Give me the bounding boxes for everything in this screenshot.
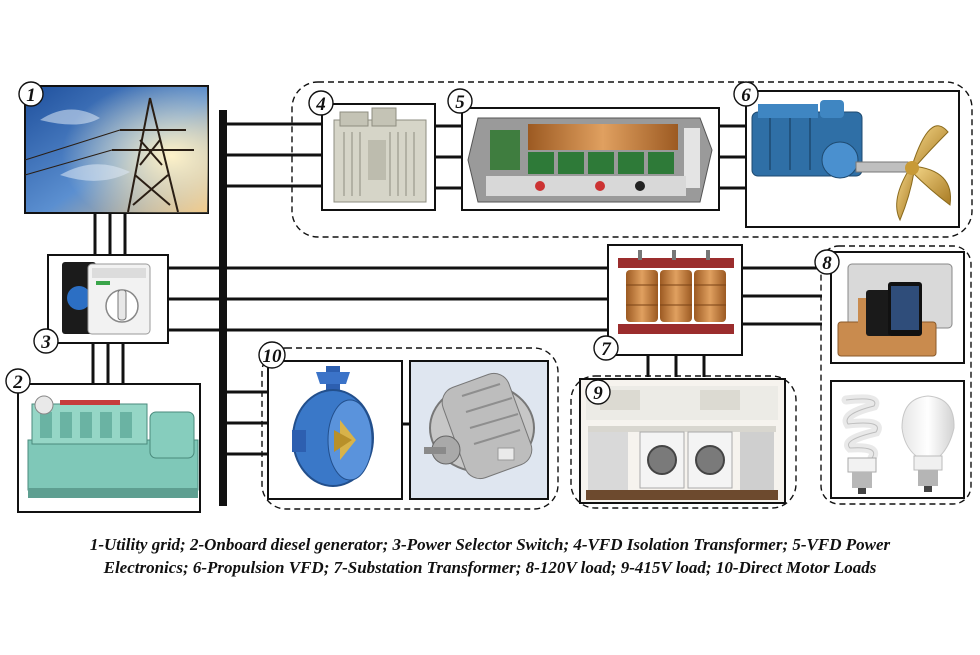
propulsion-box — [745, 90, 960, 228]
label-5: 5 — [447, 88, 473, 114]
label-8: 8 — [814, 249, 840, 275]
label-2: 2 — [5, 368, 31, 394]
label-10: 10 — [258, 341, 286, 369]
load-415v-box — [579, 378, 786, 504]
electric-motor-box — [409, 360, 549, 500]
power-electronics-box — [461, 107, 720, 211]
power-pylon-icon — [24, 97, 194, 213]
load-120v-tablet-box — [830, 251, 965, 364]
direct-motor-group-boundary — [261, 347, 559, 510]
selector-switch-icon — [62, 262, 151, 335]
figure-caption: 1-Utility grid; 2-Onboard diesel generat… — [0, 533, 980, 579]
svg-text:7: 7 — [601, 339, 612, 360]
conductors — [91, 122, 822, 456]
label-3: 3 — [33, 328, 59, 354]
selector-switch-box — [47, 254, 169, 344]
marine-propeller-icon — [751, 100, 952, 222]
caption-line-2: Electronics; 6-Propulsion VFD; 7-Substat… — [103, 558, 877, 577]
svg-text:6: 6 — [741, 85, 751, 106]
main-bus-bar — [219, 110, 227, 506]
svg-text:3: 3 — [40, 332, 51, 353]
isolation-transformer-icon — [333, 107, 427, 203]
tunnel-thruster-icon — [292, 366, 374, 487]
light-bulbs-icon — [841, 394, 955, 494]
label-7: 7 — [593, 335, 619, 361]
power-electronics-icon — [467, 117, 713, 203]
thruster-box — [267, 360, 403, 500]
electric-motor-icon — [424, 372, 535, 480]
svg-text:5: 5 — [455, 92, 465, 113]
label-1: 1 — [18, 81, 44, 107]
three-phase-transformer-icon — [618, 250, 734, 334]
utility-grid-box — [24, 85, 209, 214]
load-120v-group-boundary — [820, 245, 972, 505]
diesel-generator-icon — [27, 395, 199, 498]
label-6: 6 — [733, 81, 759, 107]
substation-transformer-box — [607, 244, 743, 356]
label-9: 9 — [585, 379, 611, 405]
svg-text:9: 9 — [593, 383, 603, 404]
label-4: 4 — [308, 90, 334, 116]
svg-text:4: 4 — [315, 94, 326, 115]
propulsion-group-boundary — [291, 81, 973, 238]
caption-line-1: 1-Utility grid; 2-Onboard diesel generat… — [89, 535, 891, 554]
cfl-bulb-icon — [841, 394, 882, 494]
svg-text:10: 10 — [263, 346, 283, 367]
isolation-transformer-box — [321, 103, 436, 211]
svg-text:8: 8 — [822, 253, 832, 274]
load-120v-bulbs-box — [830, 380, 965, 499]
svg-text:1: 1 — [26, 85, 36, 106]
tablet-dock-icon — [837, 263, 953, 357]
diesel-generator-box — [17, 383, 201, 513]
svg-text:2: 2 — [12, 372, 23, 393]
washing-machines-icon — [586, 386, 778, 500]
led-bulb-icon — [901, 395, 955, 492]
load-415v-group-boundary — [570, 375, 797, 509]
